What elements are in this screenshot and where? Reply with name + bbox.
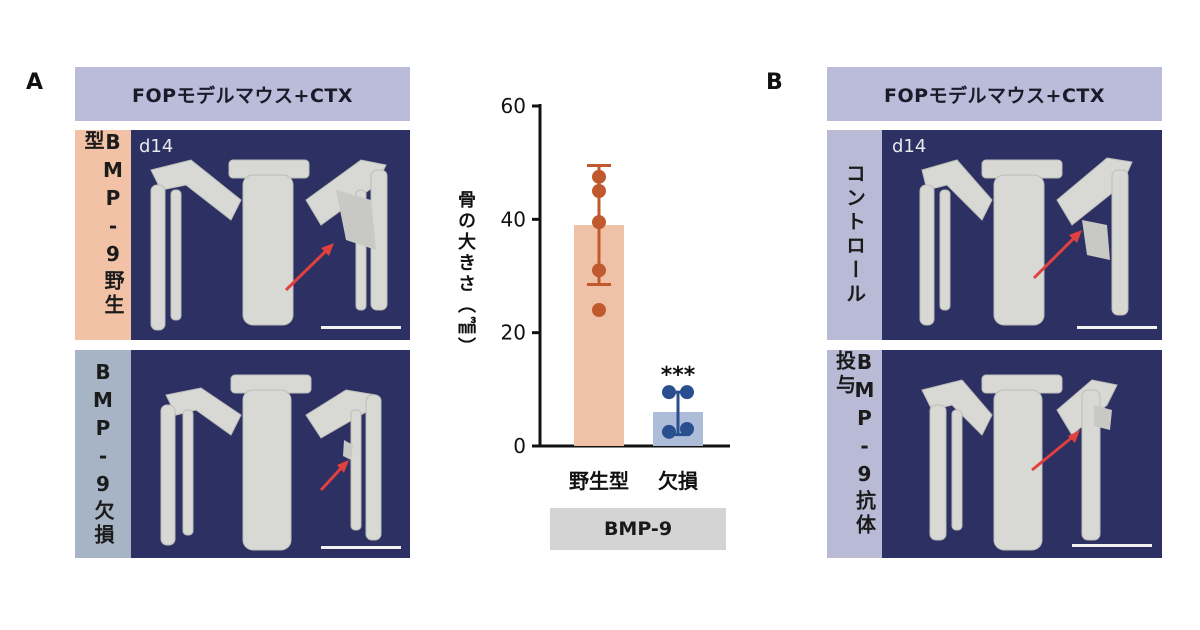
- group-label-bar: BMP-9: [550, 508, 726, 550]
- day-label-b: d14: [892, 136, 927, 157]
- y-tick-label: 0: [513, 434, 526, 458]
- label-bmp9-deficient-text: BMP-9欠損: [91, 360, 115, 548]
- data-point: [680, 422, 694, 436]
- scale-bar: [1072, 544, 1152, 547]
- label-control-text: コントロール: [842, 163, 867, 307]
- significance-label: ***: [661, 363, 696, 388]
- scale-bar: [321, 326, 401, 329]
- skeleton-render: [919, 157, 1133, 326]
- data-point: [592, 263, 606, 278]
- data-point: [592, 169, 606, 184]
- y-tick-label: 20: [501, 321, 526, 345]
- y-tick-label: 40: [501, 207, 526, 231]
- label-antibody: BMP-9抗体投与: [827, 350, 882, 558]
- panel-b-header: FOPモデルマウス+CTX: [827, 67, 1162, 121]
- data-point: [592, 184, 606, 198]
- label-bmp9-deficient: BMP-9欠損: [75, 350, 131, 558]
- day-label-a: d14: [139, 136, 174, 157]
- skeleton-render: [150, 159, 388, 331]
- ct-image-b-antibody: [882, 350, 1162, 558]
- label-control: コントロール: [827, 130, 882, 340]
- data-point: [662, 385, 676, 400]
- x-category-label: 欠損: [658, 469, 699, 493]
- y-tick-label: 60: [501, 94, 526, 118]
- ct-image-a-wildtype: d14: [131, 130, 410, 340]
- ct-image-a-deficient: [131, 350, 410, 558]
- data-point: [680, 385, 694, 400]
- bar-chart-svg: 0 20 40 60 野生型 欠損 ***: [501, 94, 730, 493]
- data-point: [592, 303, 606, 317]
- skeleton-render: [160, 374, 382, 551]
- bone-size-chart: 骨の大きさ（㎣） 0 20 40 60 野生型 欠損 *** BMP-9: [440, 80, 770, 560]
- panel-a-header: FOPモデルマウス+CTX: [75, 67, 410, 121]
- label-bmp9-wildtype-text: BMP-9野生型: [81, 130, 125, 318]
- data-point: [592, 215, 606, 230]
- data-point: [662, 424, 676, 439]
- label-bmp9-wildtype: BMP-9野生型: [75, 130, 131, 340]
- ct-image-b-control: d14: [882, 130, 1162, 340]
- panel-letter-a: A: [26, 70, 44, 95]
- skeleton-render: [921, 374, 1118, 551]
- y-axis-label: 骨の大きさ（㎣）: [455, 190, 476, 358]
- scale-bar: [1077, 326, 1157, 329]
- x-category-label: 野生型: [569, 469, 629, 493]
- panel-letter-b: B: [766, 70, 783, 95]
- scale-bar: [321, 546, 401, 549]
- label-antibody-text: BMP-9抗体投与: [832, 350, 877, 538]
